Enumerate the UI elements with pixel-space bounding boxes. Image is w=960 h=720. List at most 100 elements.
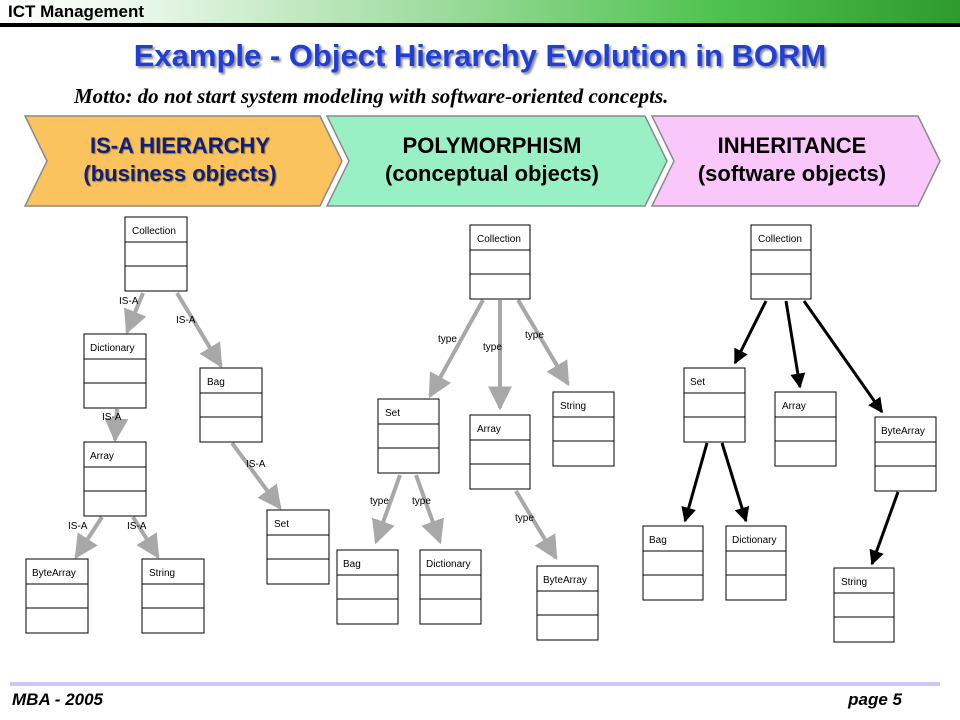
banner-inheritance: INHERITANCE (software objects) [656,128,928,192]
class-box [469,414,531,490]
edge-label: IS-A [102,412,122,423]
class-box [83,333,147,409]
header-divider [0,23,960,27]
class-name: Bag [343,559,361,570]
class-box [552,391,615,467]
class-box [83,441,147,517]
class-name: Dictionary [732,535,776,546]
banner-title: POLYMORPHISM [402,133,582,158]
poly-edge-set-dictionary [414,474,445,545]
edge-label: type [412,496,431,507]
class-name: Array [477,424,501,435]
edge-label: IS-A [176,315,196,326]
inh-edges [681,300,900,566]
class-name: Bag [649,535,667,546]
motto-text: Motto: do not start system modeling with… [74,84,669,108]
inh-class-array: Array [774,391,837,467]
class-name: ByteArray [32,568,76,579]
class-box [336,549,399,625]
poly-class-bag: Bag [336,549,399,625]
poly-class-array: Array [469,414,531,490]
inh-edge-set-bag [681,442,709,523]
class-box [833,567,895,643]
footer-page-number: page 5 [848,690,902,709]
class-name: String [560,401,586,412]
class-name: Dictionary [426,559,470,570]
isa-edge-dictionary-array [104,408,129,443]
class-box [725,525,787,601]
class-name: Array [782,401,806,412]
banner-subtitle: (software objects) [697,161,887,186]
banner-shape-inheritance [650,115,941,207]
poly-edge-array-bytearray [514,489,558,561]
class-name: Set [385,408,400,419]
poly-edge-set-bag [371,474,402,545]
inh-class-string: String [833,567,895,643]
poly-edge-collection-string [516,298,570,387]
banner-subtitle: (conceptual objects) [385,161,599,186]
edge-label: type [525,330,544,341]
isa-class-string: String [141,558,205,634]
footer-divider [10,682,940,686]
isa-edge-array-string [131,515,160,560]
class-box [377,398,440,474]
inh-class-dictionary: Dictionary [725,525,787,601]
inh-class-set: Set [683,367,746,443]
banner-title: IS-A HIERARCHY [89,133,271,158]
edge-label: IS-A [68,521,88,532]
class-box [25,558,89,634]
poly-class-bytearray: ByteArray [536,565,599,641]
class-box [774,391,837,467]
isa-hierarchy-diagram: Collection Dictionary Bag Array Set [25,216,330,634]
inh-edge-bytearray-string [869,491,900,566]
class-name: Dictionary [90,343,134,354]
inheritance-diagram: Collection Set Array ByteArray Bag [642,224,937,643]
edge-label: type [438,334,457,345]
slide-title: Example - Object Hierarchy Evolution in … [133,38,827,73]
edge-label: type [515,513,534,524]
inh-class-bag: Bag [642,525,704,601]
class-box [419,549,482,625]
edge-label: type [483,342,502,353]
class-box [141,558,205,634]
inh-edge-set-dictionary [720,442,750,523]
edge-label: IS-A [127,521,147,532]
isa-edge-collection-bag [175,291,223,369]
class-name: ByteArray [881,426,925,437]
inh-edge-collection-bytearray [802,300,884,414]
class-name: String [149,568,175,579]
class-name: Array [90,451,114,462]
isa-class-array: Array [83,441,147,517]
poly-class-set: Set [377,398,440,474]
poly-edge-collection-set [428,299,485,399]
footer-course: MBA - 2005 [12,690,104,709]
isa-edge-labels: IS-A IS-A IS-A IS-A IS-A IS-A [68,296,266,532]
class-box [750,224,812,300]
class-name: Collection [477,234,521,245]
class-box [199,367,263,443]
polymorphism-diagram: Collection Set Array String Bag [336,224,615,641]
class-name: Bag [207,377,225,388]
banner-subtitle: (business objects) [83,161,277,186]
isa-edge-bag-set [230,441,282,510]
banner-shape-polymorphism [325,115,668,207]
class-name: Collection [132,226,176,237]
banner-shape-isa [23,115,343,207]
inh-edge-collection-set [733,300,768,365]
class-name: Set [274,519,289,530]
class-box [642,525,704,601]
isa-class-set: Set [266,509,330,585]
class-box [874,416,937,492]
poly-class-dictionary: Dictionary [419,549,482,625]
class-name: Set [690,377,705,388]
isa-class-collection: Collection [124,216,188,292]
isa-edge-array-bytearray [74,515,104,560]
banner-polymorphism: POLYMORPHISM (conceptual objects) [344,128,640,192]
isa-edges [74,291,282,560]
class-box [469,224,531,300]
header-label: ICT Management [8,2,145,21]
class-name: Collection [758,234,802,245]
header-bar [0,0,960,24]
class-box [536,565,599,641]
